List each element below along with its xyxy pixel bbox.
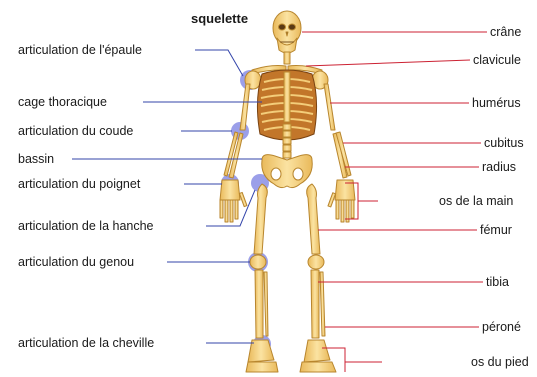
label-skull: crâne xyxy=(490,25,521,39)
left-humerus xyxy=(240,84,250,130)
label-knee-joint: articulation du genou xyxy=(18,255,134,269)
right-humerus xyxy=(324,84,335,130)
diagram-title: squelette xyxy=(191,12,248,26)
leader-shoulder xyxy=(195,50,243,76)
label-hip-joint: articulation de la hanche xyxy=(18,219,154,233)
label-clavicle: clavicule xyxy=(473,53,521,67)
sternum xyxy=(284,72,290,122)
label-shoulder-joint: articulation de l'épaule xyxy=(18,43,142,57)
right-hand xyxy=(328,180,355,222)
label-fibula: péroné xyxy=(482,320,521,334)
label-radius: radius xyxy=(482,160,516,174)
label-hand-bones: os de la main xyxy=(439,194,513,208)
spine xyxy=(283,124,291,158)
left-femur xyxy=(254,184,267,254)
leader-clavicle xyxy=(306,60,470,66)
right-foot xyxy=(300,340,336,372)
pelvis xyxy=(262,155,313,188)
label-humerus: humérus xyxy=(472,96,521,110)
label-ankle-joint: articulation de la cheville xyxy=(18,336,154,350)
left-hand xyxy=(220,180,247,222)
label-ulna: cubitus xyxy=(484,136,524,150)
label-pelvis: bassin xyxy=(18,152,54,166)
label-tibia: tibia xyxy=(486,275,509,289)
left-tibia xyxy=(255,270,263,338)
neck-vertebrae xyxy=(284,52,290,64)
label-femur: fémur xyxy=(480,223,512,237)
left-foot xyxy=(246,340,278,372)
label-ribcage: cage thoracique xyxy=(18,95,107,109)
label-foot-bones: os du pied xyxy=(471,355,529,369)
right-femur xyxy=(307,184,320,254)
label-wrist-joint: articulation du poignet xyxy=(18,177,140,191)
left-fibula xyxy=(264,272,268,336)
skull xyxy=(273,11,301,53)
right-tibia xyxy=(311,270,319,338)
label-elbow-joint: articulation du coude xyxy=(18,124,133,138)
